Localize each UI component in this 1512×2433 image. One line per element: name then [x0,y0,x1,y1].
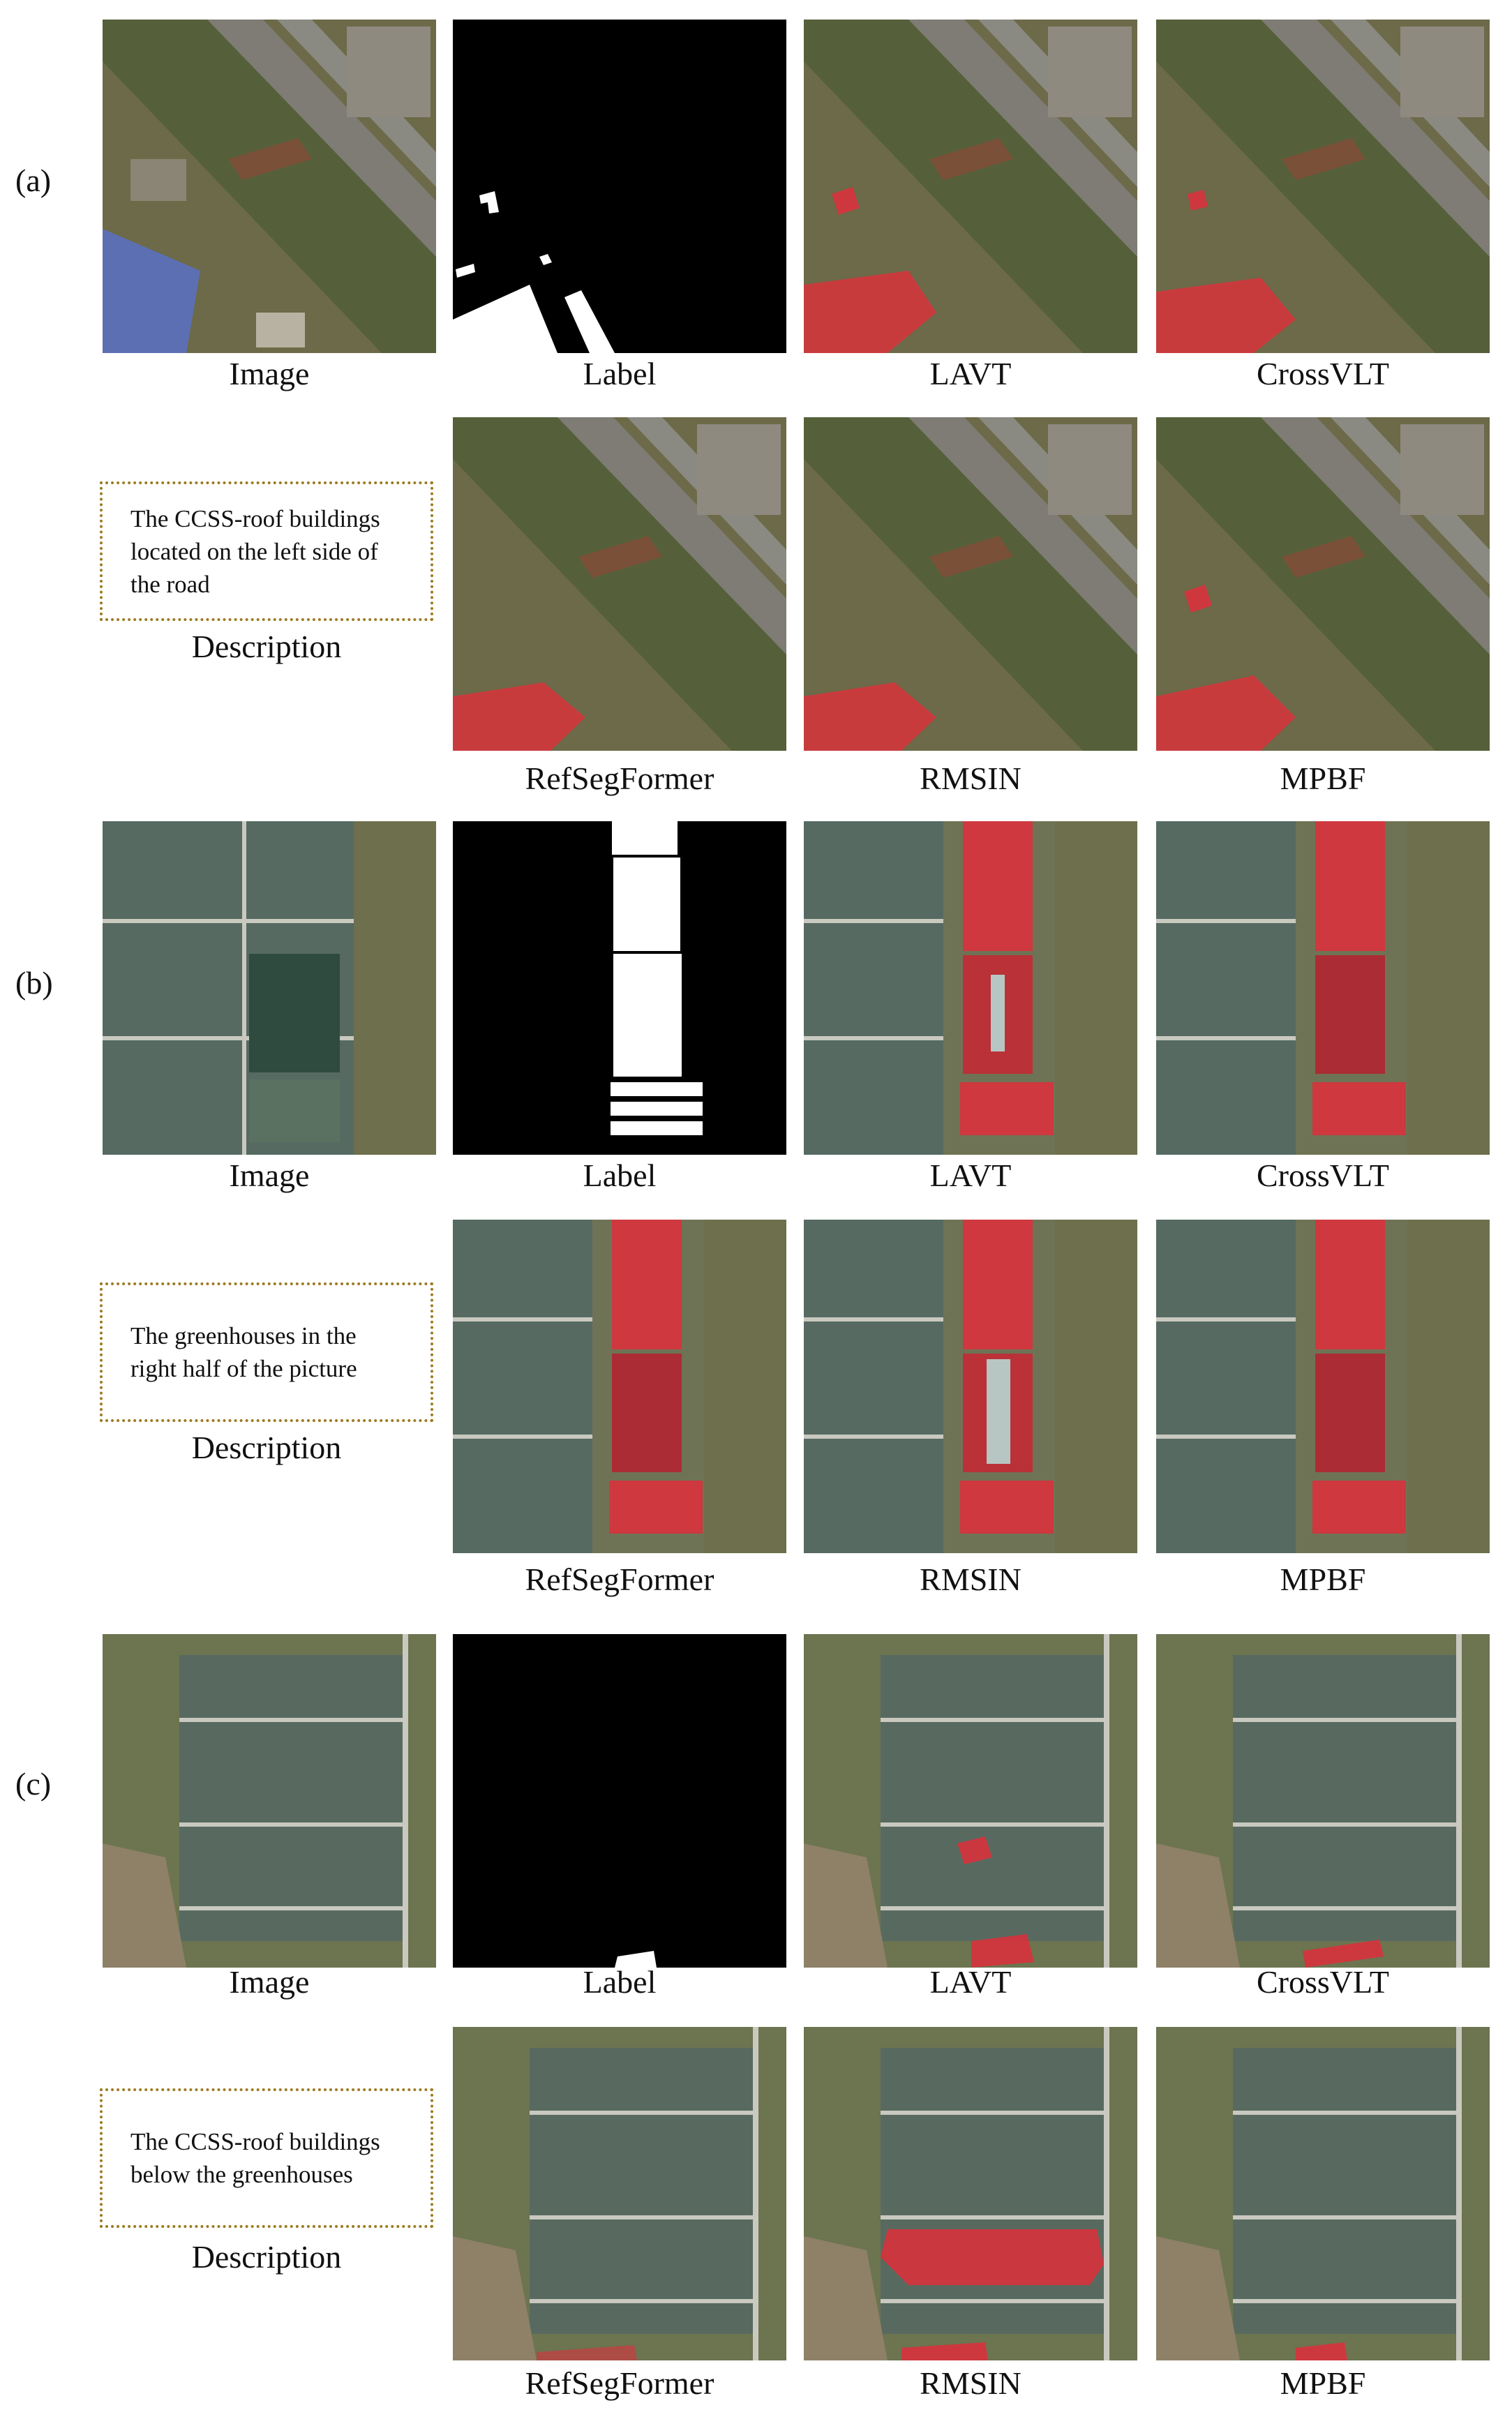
caption-lavt-b: LAVT [929,1158,1012,1193]
caption-refsegformer-b: RefSegFormer [525,1562,714,1597]
caption-crossvlt-a: CrossVLT [1257,356,1389,391]
mpbf-result-b [1156,1220,1490,1553]
caption-refsegformer-a: RefSegFormer [525,761,714,796]
caption-rmsin-c: RMSIN [920,2365,1021,2401]
description-text-b: The greenhouses in the right half of the… [130,1322,357,1382]
caption-refsegformer-c: RefSegFormer [525,2365,714,2401]
caption-lavt-a: LAVT [929,356,1012,391]
caption-label-b: Label [583,1158,657,1193]
description-caption-c: Description [191,2239,342,2275]
mpbf-result-c [1156,2027,1490,2360]
panel-label-b: (b) [15,965,53,1001]
caption-rmsin-a: RMSIN [920,761,1021,796]
caption-image-c: Image [229,1964,310,2000]
caption-mpbf-b: MPBF [1280,1562,1366,1597]
refsegformer-result-c [453,2027,786,2360]
aerial-image-c [103,1634,436,1968]
description-box-b: The greenhouses in the right half of the… [100,1282,433,1422]
caption-image-b: Image [229,1158,310,1193]
panel-label-c: (c) [15,1766,52,1802]
lavt-result-b [804,821,1137,1155]
refsegformer-result-a [453,417,786,751]
panel-label-a: (a) [15,163,52,198]
caption-mpbf-c: MPBF [1280,2365,1366,2401]
description-text-c: The CCSS-roof buildings below the greenh… [130,2128,380,2188]
aerial-image-a [103,20,436,353]
label-mask-a [453,20,786,353]
aerial-image-b [103,821,436,1155]
description-box-c: The CCSS-roof buildings below the greenh… [100,2088,433,2228]
caption-lavt-c: LAVT [929,1964,1012,2000]
caption-crossvlt-b: CrossVLT [1257,1158,1389,1193]
lavt-result-a [804,20,1137,353]
caption-image-a: Image [229,356,310,391]
refsegformer-result-b [453,1220,786,1553]
caption-label-c: Label [583,1964,657,2000]
crossvlt-result-b [1156,821,1490,1155]
label-mask-b [453,821,786,1155]
caption-mpbf-a: MPBF [1280,761,1366,796]
rmsin-result-c [804,2027,1137,2360]
caption-label-a: Label [583,356,657,391]
description-caption-a: Description [191,629,342,664]
caption-rmsin-b: RMSIN [920,1562,1021,1597]
rmsin-result-a [804,417,1137,751]
description-text-a: The CCSS-roof buildings located on the l… [130,504,380,598]
rmsin-result-b [804,1220,1137,1553]
description-caption-b: Description [191,1430,342,1465]
mpbf-result-a [1156,417,1490,751]
crossvlt-result-c [1156,1634,1490,1968]
caption-crossvlt-c: CrossVLT [1257,1964,1389,2000]
crossvlt-result-a [1156,20,1490,353]
label-mask-c [453,1634,786,1968]
lavt-result-c [804,1634,1137,1968]
description-box-a: The CCSS-roof buildings located on the l… [100,481,433,621]
